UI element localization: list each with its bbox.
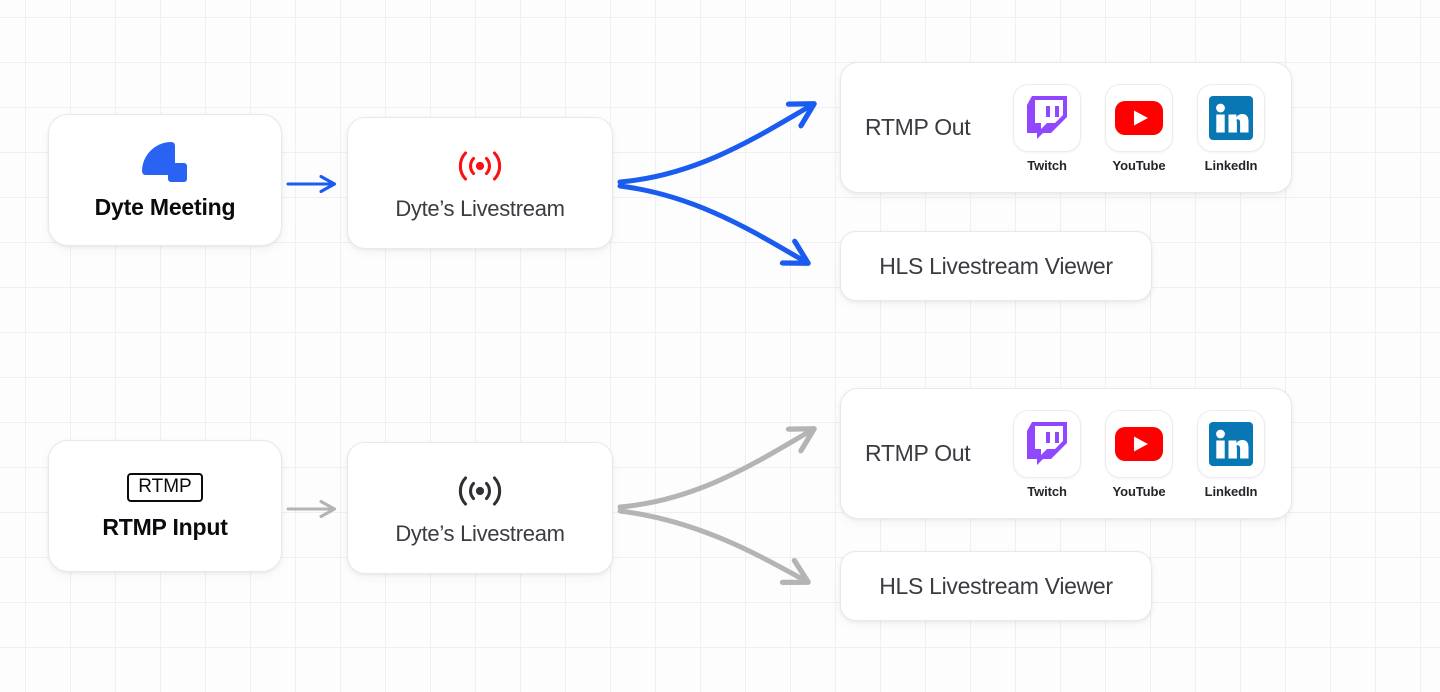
broadcast-icon bbox=[458, 476, 502, 506]
rtmp-out-top-title: RTMP Out bbox=[865, 114, 971, 140]
twitch-tile bbox=[1013, 83, 1081, 152]
linkedin-tile bbox=[1197, 409, 1265, 478]
rtmp-badge-icon: RTMP bbox=[127, 472, 203, 503]
platform-list-top: Twitch YouTube bbox=[1013, 83, 1265, 173]
platform-twitch-top-label: Twitch bbox=[1027, 157, 1067, 173]
edge-stream-to-rtmpout-top bbox=[617, 105, 812, 185]
node-dyte-livestream-top[interactable]: Dyte’s Livestream bbox=[347, 117, 613, 249]
broadcast-icon bbox=[458, 151, 502, 181]
platform-youtube-top[interactable]: YouTube bbox=[1105, 83, 1173, 173]
edge-stream-to-rtmpout-bottom bbox=[617, 430, 812, 510]
node-dyte-livestream-bottom-label: Dyte’s Livestream bbox=[395, 521, 565, 546]
platform-linkedin-top-label: LinkedIn bbox=[1204, 157, 1258, 173]
platform-youtube-top-label: YouTube bbox=[1112, 157, 1166, 173]
twitch-icon bbox=[1027, 422, 1067, 465]
linkedin-icon bbox=[1209, 95, 1253, 140]
twitch-tile bbox=[1013, 409, 1081, 478]
platform-linkedin-top[interactable]: LinkedIn bbox=[1197, 83, 1265, 173]
platform-youtube-bottom[interactable]: YouTube bbox=[1105, 409, 1173, 499]
node-rtmp-out-top[interactable]: RTMP Out Twitch bbox=[840, 62, 1292, 193]
rtmp-out-bottom-title: RTMP Out bbox=[865, 440, 971, 466]
platform-twitch-top[interactable]: Twitch bbox=[1013, 83, 1081, 173]
platform-twitch-bottom-label: Twitch bbox=[1027, 483, 1067, 499]
youtube-tile bbox=[1105, 409, 1173, 478]
platform-twitch-bottom[interactable]: Twitch bbox=[1013, 409, 1081, 499]
youtube-icon bbox=[1115, 426, 1163, 461]
node-hls-viewer-top[interactable]: HLS Livestream Viewer bbox=[840, 231, 1152, 301]
node-dyte-meeting[interactable]: Dyte Meeting bbox=[48, 114, 282, 246]
linkedin-tile bbox=[1197, 83, 1265, 152]
node-dyte-livestream-bottom[interactable]: Dyte’s Livestream bbox=[347, 442, 613, 574]
twitch-icon bbox=[1027, 96, 1067, 139]
node-rtmp-input-label: RTMP Input bbox=[102, 514, 228, 541]
node-hls-viewer-top-label: HLS Livestream Viewer bbox=[879, 252, 1113, 279]
node-dyte-meeting-label: Dyte Meeting bbox=[94, 193, 236, 220]
platform-linkedin-bottom[interactable]: LinkedIn bbox=[1197, 409, 1265, 499]
linkedin-icon bbox=[1209, 421, 1253, 466]
node-rtmp-input[interactable]: RTMP RTMP Input bbox=[48, 440, 282, 572]
node-hls-viewer-bottom-label: HLS Livestream Viewer bbox=[879, 572, 1113, 599]
edge-stream-to-hls-bottom bbox=[617, 508, 806, 581]
node-dyte-livestream-top-label: Dyte’s Livestream bbox=[395, 196, 565, 221]
youtube-tile bbox=[1105, 83, 1173, 152]
youtube-icon bbox=[1115, 100, 1163, 135]
dyte-logo-icon bbox=[142, 141, 188, 182]
node-rtmp-out-bottom[interactable]: RTMP Out Twitch bbox=[840, 388, 1292, 519]
platform-linkedin-bottom-label: LinkedIn bbox=[1204, 483, 1258, 499]
edge-stream-to-hls-top bbox=[617, 183, 806, 262]
node-hls-viewer-bottom[interactable]: HLS Livestream Viewer bbox=[840, 551, 1152, 621]
platform-youtube-bottom-label: YouTube bbox=[1112, 483, 1166, 499]
platform-list-bottom: Twitch YouTube bbox=[1013, 409, 1265, 499]
